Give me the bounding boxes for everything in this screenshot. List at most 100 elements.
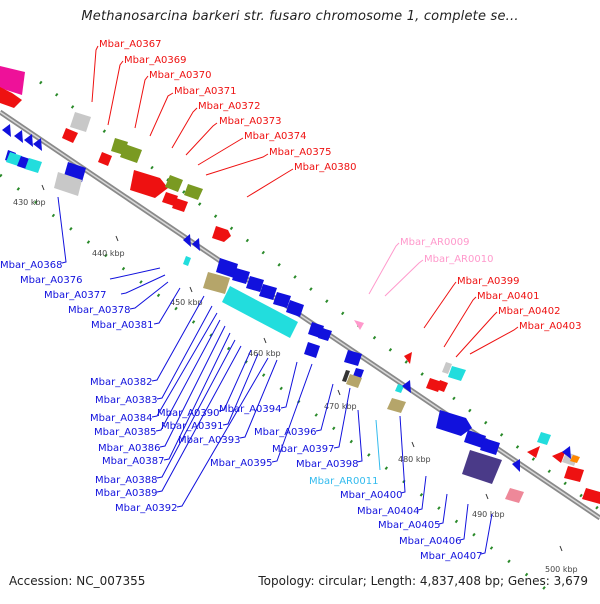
gene-blue-arrow[interactable]: [2, 124, 11, 137]
gene-blue-arrow[interactable]: [464, 430, 486, 448]
label-mbar-ar0011[interactable]: Mbar_AR0011: [309, 476, 378, 487]
label-mbar-a0387[interactable]: Mbar_A0387: [102, 456, 165, 467]
gene-green-block[interactable]: [120, 144, 142, 163]
label-mbar-ar0010[interactable]: Mbar_AR0010: [424, 254, 493, 265]
label-mbar-a0382[interactable]: Mbar_A0382: [90, 377, 153, 388]
label-mbar-a0383[interactable]: Mbar_A0383: [95, 395, 158, 406]
label-mbar-a0398[interactable]: Mbar_A0398: [296, 459, 359, 470]
gene-red-arrow[interactable]: [436, 380, 448, 392]
gene-olive-block[interactable]: [203, 272, 230, 294]
gene-blue-arrow[interactable]: [33, 138, 42, 151]
gene-green-block[interactable]: [165, 175, 183, 192]
label-mbar-a0392[interactable]: Mbar_A0392: [115, 503, 178, 514]
gene-blue-arrow[interactable]: [273, 292, 291, 308]
gene-red-arrow[interactable]: [162, 192, 178, 206]
gene-cyan-block[interactable]: [222, 286, 298, 338]
label-mbar-a0376[interactable]: Mbar_A0376: [20, 275, 83, 286]
rna-gene[interactable]: [354, 320, 364, 330]
gene-blue-arrow[interactable]: [24, 134, 33, 147]
gene-blue-arrow[interactable]: [344, 350, 362, 366]
label-mbar-a0373[interactable]: Mbar_A0373: [219, 116, 282, 127]
gene-red-arrow[interactable]: [564, 466, 584, 482]
label-mbar-a0386[interactable]: Mbar_A0386: [98, 443, 161, 454]
gene-grey-block[interactable]: [54, 172, 82, 196]
gene-blue-arrow[interactable]: [259, 284, 277, 300]
gene-red-arrow[interactable]: [130, 170, 168, 198]
gene-cyan-block[interactable]: [537, 432, 551, 445]
gene-red-arrow[interactable]: [527, 446, 540, 458]
label-mbar-a0401[interactable]: Mbar_A0401: [477, 291, 540, 302]
gene-cyan-block[interactable]: [448, 366, 466, 381]
label-mbar-a0406[interactable]: Mbar_A0406: [399, 536, 462, 547]
gene-blue-arrow[interactable]: [402, 380, 411, 393]
label-mbar-ar0009[interactable]: Mbar_AR0009: [400, 237, 469, 248]
gene-red-arrow[interactable]: [62, 128, 78, 143]
gene-olive-block[interactable]: [346, 374, 362, 388]
gene-blue-arrow[interactable]: [183, 234, 191, 247]
label-mbar-a0370[interactable]: Mbar_A0370: [149, 70, 212, 81]
label-mbar-a0405[interactable]: Mbar_A0405: [378, 520, 441, 531]
gene-red-arrow[interactable]: [582, 488, 600, 504]
label-mbar-a0378[interactable]: Mbar_A0378: [68, 305, 131, 316]
gene-cyan-block[interactable]: [6, 152, 22, 166]
label-mbar-a0372[interactable]: Mbar_A0372: [198, 101, 261, 112]
gene-blue-arrow[interactable]: [232, 268, 250, 284]
label-mbar-a0404[interactable]: Mbar_A0404: [357, 506, 420, 517]
label-mbar-a0397[interactable]: Mbar_A0397: [272, 444, 335, 455]
gene-red-arrow[interactable]: [212, 226, 231, 242]
gene-blue-arrow[interactable]: [286, 300, 304, 317]
gene-cyan-block[interactable]: [25, 158, 42, 173]
gene-dark-block[interactable]: [342, 370, 350, 382]
label-mbar-a0371[interactable]: Mbar_A0371: [174, 86, 237, 97]
gene-red-arrow[interactable]: [172, 198, 188, 212]
gene-orange-block[interactable]: [570, 455, 580, 463]
gene-grey-block[interactable]: [442, 362, 452, 374]
label-mbar-a0367[interactable]: Mbar_A0367: [99, 39, 162, 50]
label-mbar-a0402[interactable]: Mbar_A0402: [498, 306, 561, 317]
label-mbar-a0381[interactable]: Mbar_A0381: [91, 320, 154, 331]
gene-block-magenta[interactable]: [0, 66, 25, 95]
gene-cyan-small[interactable]: [183, 256, 191, 266]
label-mbar-a0384[interactable]: Mbar_A0384: [90, 413, 153, 424]
gene-blue-arrow[interactable]: [353, 368, 364, 378]
label-mbar-a0403[interactable]: Mbar_A0403: [519, 321, 582, 332]
label-mbar-a0375[interactable]: Mbar_A0375: [269, 147, 332, 158]
label-mbar-a0400[interactable]: Mbar_A0400: [340, 490, 403, 501]
gene-blue-arrow[interactable]: [318, 328, 332, 341]
gene-blue-arrow[interactable]: [246, 276, 264, 292]
gene-red-arrow[interactable]: [0, 87, 22, 108]
label-mbar-a0380[interactable]: Mbar_A0380: [294, 162, 357, 173]
gene-olive-block[interactable]: [387, 398, 406, 413]
gene-grey-block[interactable]: [70, 112, 91, 132]
label-mbar-a0374[interactable]: Mbar_A0374: [244, 131, 307, 142]
label-mbar-a0368[interactable]: Mbar_A0368: [0, 260, 63, 271]
gene-blue-arrow[interactable]: [480, 438, 500, 455]
gene-red-arrow[interactable]: [552, 450, 566, 463]
label-mbar-a0396[interactable]: Mbar_A0396: [254, 427, 317, 438]
gene-red-arrow[interactable]: [98, 152, 112, 166]
label-mbar-a0389[interactable]: Mbar_A0389: [95, 488, 158, 499]
label-mbar-a0391[interactable]: Mbar_A0391: [161, 421, 224, 432]
gene-pink-block[interactable]: [505, 488, 524, 503]
label-mbar-a0407[interactable]: Mbar_A0407: [420, 551, 483, 562]
gene-blue-arrow[interactable]: [304, 342, 320, 358]
label-mbar-a0385[interactable]: Mbar_A0385: [94, 427, 157, 438]
label-mbar-a0390[interactable]: Mbar_A0390: [157, 408, 220, 419]
gene-green-block[interactable]: [184, 184, 203, 200]
gene-cyan-small[interactable]: [395, 384, 404, 393]
label-mbar-a0369[interactable]: Mbar_A0369: [124, 55, 187, 66]
gene-blue-arrow[interactable]: [562, 446, 571, 459]
gene-dark-purple-block[interactable]: [462, 450, 502, 484]
label-mbar-a0394[interactable]: Mbar_A0394: [219, 404, 282, 415]
label-mbar-a0395[interactable]: Mbar_A0395: [210, 458, 273, 469]
label-mbar-a0393[interactable]: Mbar_A0393: [178, 435, 241, 446]
gene-blue-arrow[interactable]: [436, 410, 472, 436]
gene-blue-arrow[interactable]: [216, 258, 238, 278]
gene-blue-arrow[interactable]: [512, 459, 520, 472]
gene-blue-arrow[interactable]: [14, 130, 23, 143]
label-mbar-a0388[interactable]: Mbar_A0388: [95, 475, 158, 486]
gene-blue-arrow[interactable]: [192, 238, 200, 251]
label-mbar-a0399[interactable]: Mbar_A0399: [457, 276, 520, 287]
gene-red-arrow[interactable]: [404, 352, 412, 364]
